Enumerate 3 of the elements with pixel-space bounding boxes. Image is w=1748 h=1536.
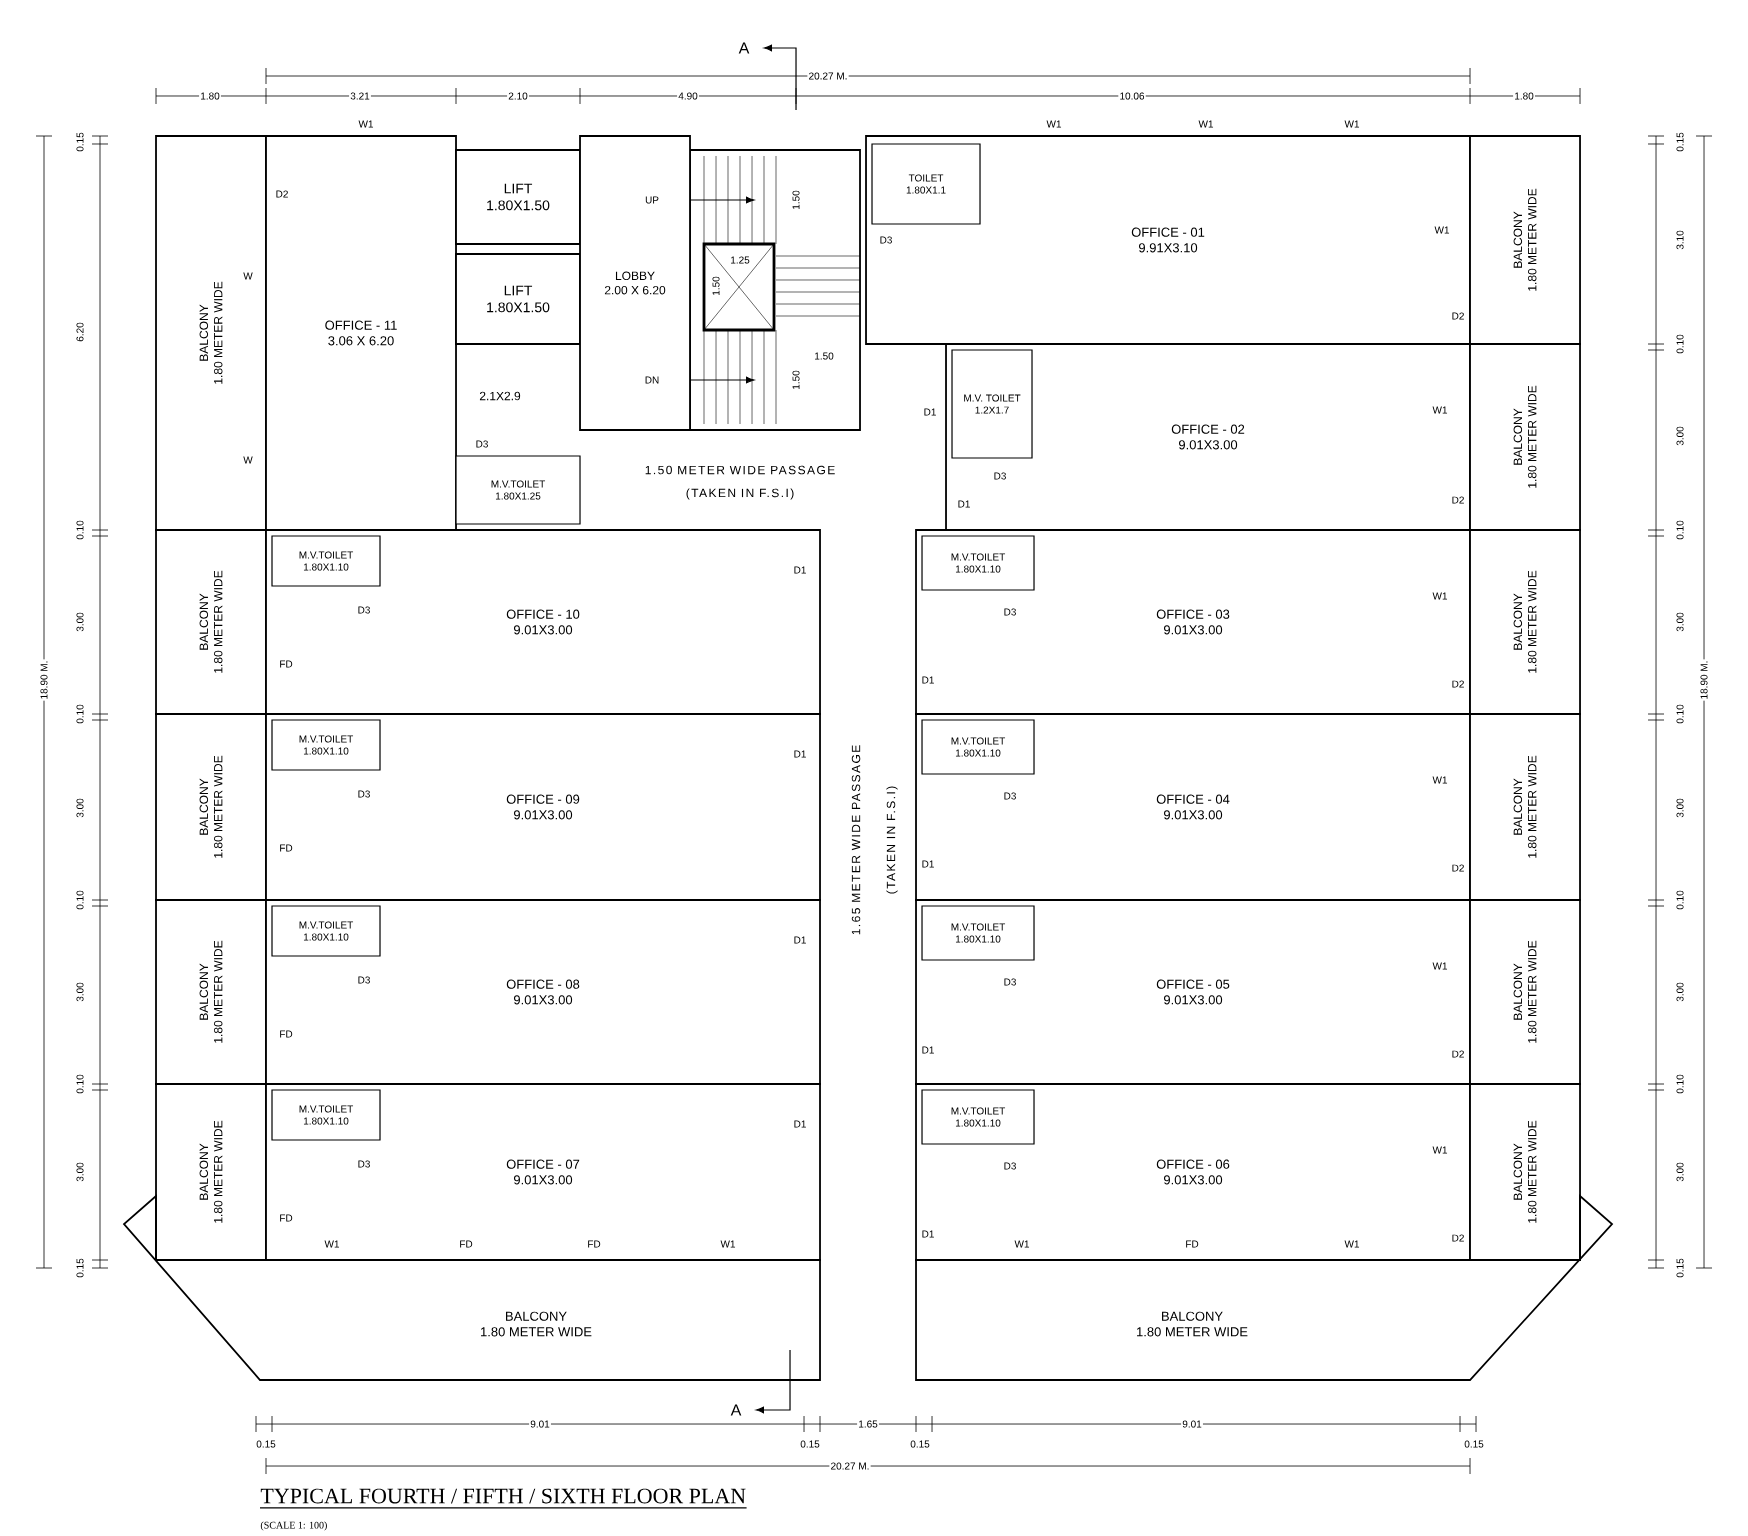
section-letter: A — [729, 1403, 743, 1417]
section-letter: A — [737, 41, 751, 55]
drawing-title: TYPICAL FOURTH / FIFTH / SIXTH FLOOR PLAN — [260, 1488, 746, 1504]
